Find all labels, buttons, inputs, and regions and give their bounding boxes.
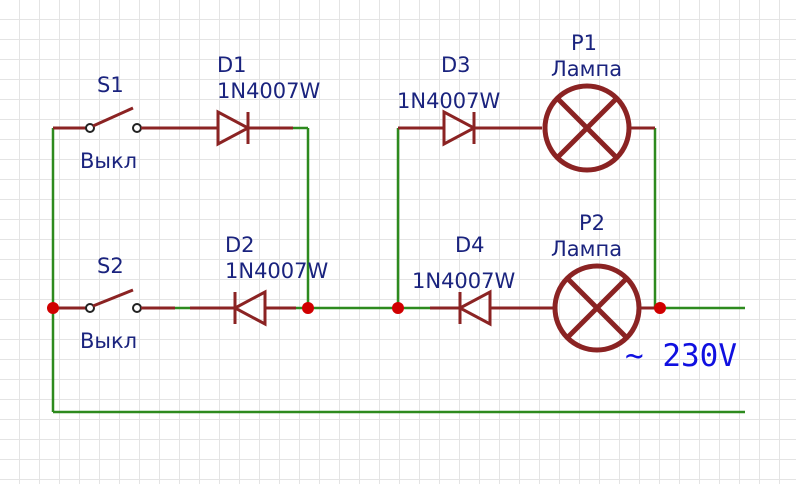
- junction-dot: [302, 302, 314, 314]
- diode-d2-name: D2: [225, 233, 255, 257]
- junction-dot: [654, 302, 666, 314]
- diode-d3-part: 1N4007W: [397, 89, 501, 113]
- diode-d1-part: 1N4007W: [217, 79, 321, 103]
- switch-s2-name: S2: [97, 254, 124, 278]
- diode-d2: D2 1N4007W: [190, 233, 329, 327]
- lamp-p2-type: Лампа: [551, 237, 622, 261]
- junctions: [47, 302, 666, 314]
- switch-s2-state: Выкл: [80, 329, 137, 353]
- diode-d1: D1 1N4007W: [175, 53, 321, 147]
- diode-d2-part: 1N4007W: [225, 259, 329, 283]
- switch-s1-state: Выкл: [80, 149, 137, 173]
- diode-d3: D3 1N4007W: [397, 53, 542, 147]
- lamp-p2: P2 Лампа: [551, 211, 655, 353]
- lamp-p2-name: P2: [579, 211, 605, 235]
- junction-dot: [47, 302, 59, 314]
- diode-d4: D4 1N4007W: [412, 233, 555, 327]
- lamp-p1-type: Лампа: [551, 57, 622, 81]
- diode-d4-name: D4: [455, 233, 485, 257]
- switch-s1: S1 Выкл: [53, 73, 175, 173]
- lamp-p1: P1 Лампа: [542, 31, 655, 173]
- diode-d4-part: 1N4007W: [412, 269, 516, 293]
- source-voltage-label: ~ 230V: [625, 338, 737, 374]
- switch-s2: S2 Выкл: [53, 254, 175, 353]
- diode-d1-name: D1: [217, 53, 247, 77]
- junction-dot: [392, 302, 404, 314]
- lamp-p1-name: P1: [571, 31, 597, 55]
- wires: [51, 128, 745, 414]
- diode-d3-name: D3: [441, 53, 471, 77]
- switch-s1-name: S1: [97, 73, 124, 97]
